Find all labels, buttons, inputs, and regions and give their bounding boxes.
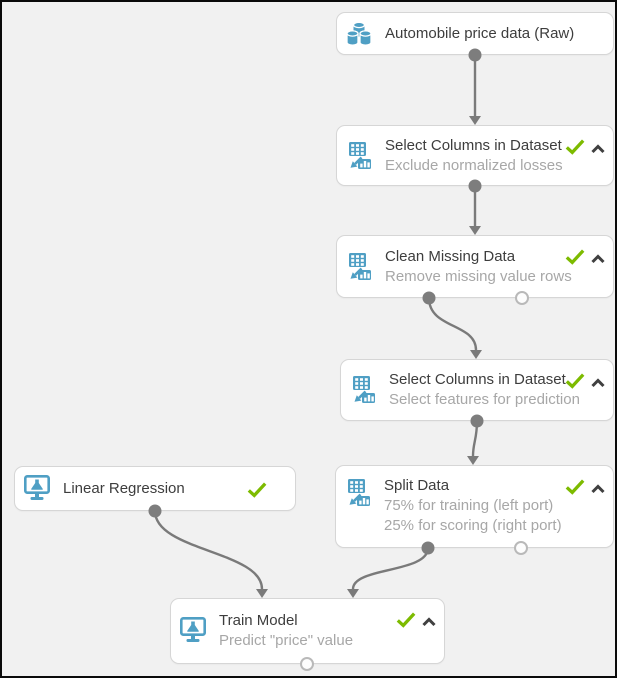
node-subtitle: 25% for scoring (right port) bbox=[384, 517, 562, 534]
edge-rawdata-to-selectcolumns1[interactable] bbox=[469, 55, 481, 125]
node-automobile-price-data[interactable]: Automobile price data (Raw) bbox=[336, 12, 614, 55]
node-title: Clean Missing Data bbox=[385, 247, 516, 265]
dataset-icon bbox=[346, 20, 372, 48]
node-subtitle: Exclude normalized losses bbox=[385, 156, 563, 174]
success-check-icon bbox=[565, 138, 585, 155]
collapse-caret-icon[interactable] bbox=[591, 141, 605, 154]
transform-icon bbox=[350, 376, 376, 404]
edge-splitdata-to-trainmodel[interactable] bbox=[347, 547, 430, 598]
node-split-data[interactable]: Split Data 75% for training (left port) … bbox=[335, 465, 614, 548]
success-check-icon bbox=[396, 611, 416, 628]
node-title: Automobile price data (Raw) bbox=[385, 24, 575, 42]
success-check-icon bbox=[247, 481, 267, 498]
collapse-caret-icon[interactable] bbox=[591, 251, 605, 264]
edge-selectcolumns2-to-splitdata[interactable] bbox=[467, 420, 479, 465]
success-check-icon bbox=[565, 372, 585, 389]
node-subtitle: Select features for prediction bbox=[389, 391, 580, 408]
node-select-columns-2[interactable]: Select Columns in Dataset Select feature… bbox=[340, 359, 614, 421]
node-title: Select Columns in Dataset bbox=[385, 136, 562, 154]
collapse-caret-icon[interactable] bbox=[422, 614, 436, 627]
transform-icon bbox=[346, 252, 372, 281]
transform-icon bbox=[345, 479, 371, 507]
model-icon bbox=[24, 474, 50, 503]
edge-linearregression-to-trainmodel[interactable] bbox=[153, 510, 268, 598]
node-title: Select Columns in Dataset bbox=[389, 371, 566, 388]
node-subtitle: Predict "price" value bbox=[219, 632, 354, 649]
node-select-columns-1[interactable]: Select Columns in Dataset Exclude normal… bbox=[336, 125, 614, 186]
success-check-icon bbox=[565, 248, 585, 265]
edge-selectcolumns1-to-cleanmissing[interactable] bbox=[469, 186, 481, 235]
node-title: Split Data bbox=[384, 477, 450, 494]
node-clean-missing-data[interactable]: Clean Missing Data Remove missing value … bbox=[336, 235, 614, 298]
node-title: Linear Regression bbox=[63, 479, 185, 497]
edge-cleanmissing-to-selectcolumns2[interactable] bbox=[427, 297, 482, 359]
model-icon bbox=[180, 617, 206, 645]
node-linear-regression[interactable]: Linear Regression bbox=[14, 466, 296, 511]
node-title: Train Model bbox=[219, 612, 298, 629]
node-train-model[interactable]: Train Model Predict "price" value bbox=[170, 598, 445, 664]
transform-icon bbox=[346, 141, 372, 170]
node-subtitle: 75% for training (left port) bbox=[384, 497, 554, 514]
collapse-caret-icon[interactable] bbox=[591, 375, 605, 388]
success-check-icon bbox=[565, 478, 585, 495]
collapse-caret-icon[interactable] bbox=[591, 481, 605, 494]
node-subtitle: Remove missing value rows bbox=[385, 267, 572, 285]
